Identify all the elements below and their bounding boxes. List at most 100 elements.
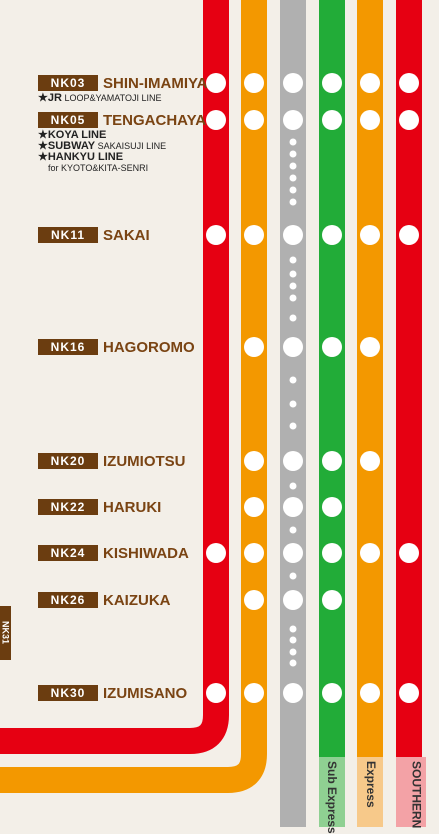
station-name: HARUKI (103, 498, 162, 516)
station-name: SAKAI (103, 226, 150, 244)
stop-dot-nk11 (399, 225, 419, 245)
transfer-line: ★HANKYU LINE (38, 151, 124, 163)
pass-dot (289, 150, 297, 158)
stop-dot-nk26 (283, 590, 303, 610)
stop-dot-nk22 (283, 497, 303, 517)
station-code: NK26 (38, 592, 98, 608)
transfer-detail: LOOP&YAMATOJI LINE (61, 93, 162, 103)
transfer-info: for KYOTO&KITA-SENRI (48, 163, 148, 174)
pass-dot (289, 422, 297, 430)
stop-dot-nk11 (360, 225, 380, 245)
stop-dot-nk30 (322, 683, 342, 703)
station-name: TENGACHAYA (103, 111, 207, 129)
transfer-info: ★SUBWAY SAKAISUJI LINE (38, 141, 166, 152)
stop-dot-nk20 (283, 451, 303, 471)
pass-dot (289, 198, 297, 206)
stop-dot-nk22 (322, 497, 342, 517)
pass-dot (289, 138, 297, 146)
pass-dot (289, 270, 297, 278)
stop-dot-nk20 (360, 451, 380, 471)
transfer-line: ★SUBWAY (38, 140, 96, 152)
stop-dot-nk16 (360, 337, 380, 357)
pass-dot (289, 636, 297, 644)
station-code: NK22 (38, 499, 98, 515)
stop-dot-nk11 (244, 225, 264, 245)
station-nk30: NK30 IZUMISANO (38, 684, 187, 702)
stop-dot-nk30 (283, 683, 303, 703)
stop-dot-nk16 (244, 337, 264, 357)
station-code: NK05 (38, 112, 98, 128)
transfer-detail: SAKAISUJI LINE (95, 141, 167, 151)
pass-dot (289, 294, 297, 302)
stop-dot-nk03 (399, 73, 419, 93)
transfer-line: ★KOYA LINE (38, 129, 107, 141)
service-label-express: Express (356, 757, 386, 827)
station-name: SHIN-IMAMIYA (103, 74, 208, 92)
station-nk05: NK05 TENGACHAYA (38, 111, 206, 129)
stop-dot-nk30 (399, 683, 419, 703)
pass-dot (289, 482, 297, 490)
station-name: IZUMIOTSU (103, 452, 186, 470)
pass-dot (289, 659, 297, 667)
stop-dot-nk03 (244, 73, 264, 93)
station-name: IZUMISANO (103, 684, 188, 702)
stop-dot-nk24 (283, 543, 303, 563)
side-station-code-text: NK31 (0, 621, 11, 645)
stop-dot-nk05 (360, 110, 380, 130)
stop-dot-nk05 (399, 110, 419, 130)
stop-dot-nk20 (244, 451, 264, 471)
line-label-panel-5 (396, 757, 426, 827)
stop-dot-nk05 (322, 110, 342, 130)
station-code: NK16 (38, 339, 98, 355)
station-code: NK20 (38, 453, 98, 469)
stop-dot-nk24 (206, 543, 226, 563)
pass-dot (289, 376, 297, 384)
station-code: NK24 (38, 545, 98, 561)
station-code: NK11 (38, 227, 98, 243)
stop-dot-nk11 (206, 225, 226, 245)
station-nk24: NK24 KISHIWADA (38, 544, 189, 562)
station-nk16: NK16 HAGOROMO (38, 338, 195, 356)
stop-dot-nk16 (322, 337, 342, 357)
stop-dot-nk03 (283, 73, 303, 93)
stop-dots (206, 73, 419, 703)
stop-dot-nk26 (322, 590, 342, 610)
pass-dot (289, 526, 297, 534)
stop-dot-nk11 (322, 225, 342, 245)
stop-dot-nk26 (244, 590, 264, 610)
line-label-panel-4 (357, 757, 383, 827)
stop-dot-nk03 (206, 73, 226, 93)
service-label-text: Express (364, 761, 378, 808)
station-name: KISHIWADA (103, 544, 189, 562)
side-station-code: NK31 (0, 606, 11, 660)
transfer-detail: for KYOTO&KITA-SENRI (48, 163, 149, 173)
stop-dot-nk05 (244, 110, 264, 130)
transfer-line: ★JR (38, 92, 62, 104)
service-label-southern: SOUTHERN (394, 757, 439, 829)
transfer-info: ★KOYA LINE (38, 130, 106, 141)
transfer-info: ★JR LOOP&YAMATOJI LINE (38, 93, 161, 104)
stop-dot-nk24 (360, 543, 380, 563)
stop-dot-nk03 (360, 73, 380, 93)
stop-dot-nk22 (244, 497, 264, 517)
pass-dot (289, 174, 297, 182)
transfer-info: ★HANKYU LINE (38, 152, 123, 163)
pass-dot (289, 625, 297, 633)
pass-dot (289, 162, 297, 170)
station-code: NK30 (38, 685, 98, 701)
service-label-text: SOUTHERN (409, 761, 424, 829)
stop-dot-nk05 (206, 110, 226, 130)
stop-dot-nk11 (283, 225, 303, 245)
station-nk11: NK11 SAKAI (38, 226, 150, 244)
station-name: HAGOROMO (103, 338, 195, 356)
stop-dot-nk30 (244, 683, 264, 703)
pass-dot (289, 314, 297, 322)
stop-dot-nk24 (399, 543, 419, 563)
service-label-sub-express: Sub Express (317, 757, 347, 834)
service-label-text: Sub Express (325, 761, 339, 834)
stop-dot-nk03 (322, 73, 342, 93)
pass-dot (289, 400, 297, 408)
